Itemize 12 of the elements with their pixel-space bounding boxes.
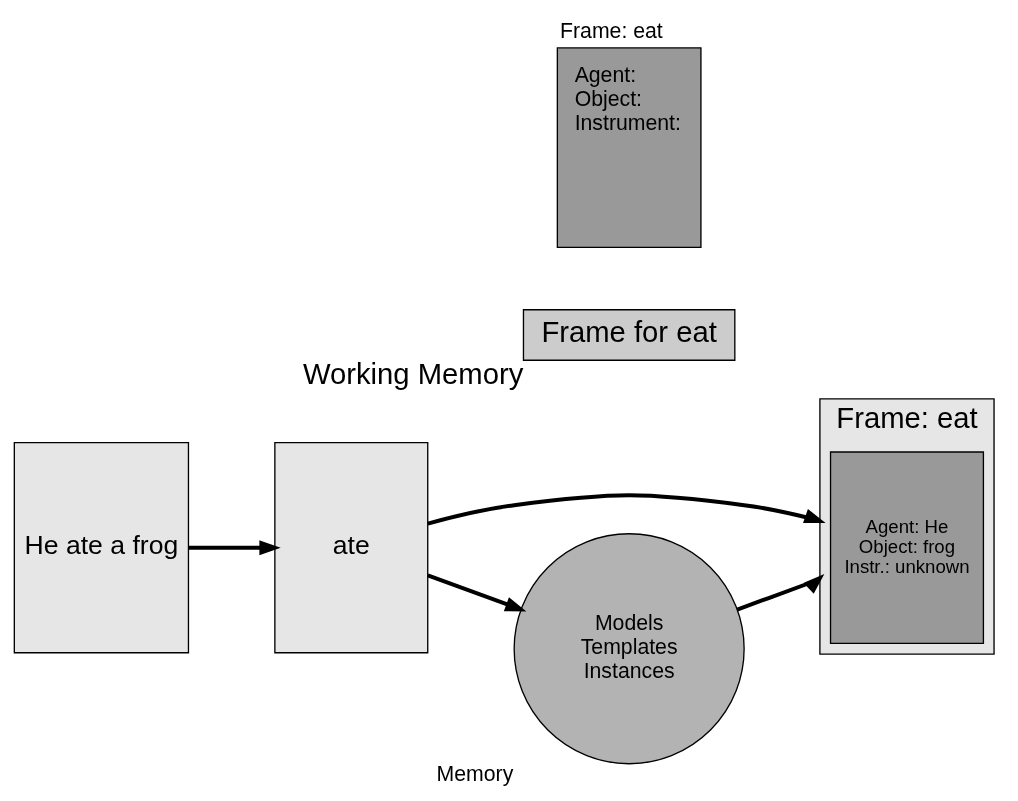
arrow	[426, 573, 526, 612]
node-label: Frame: eat	[559, 19, 663, 44]
node-box: Agent: He Object: frog Instr.: unknown	[829, 451, 984, 645]
arrow	[736, 573, 824, 612]
node-label: Memory	[436, 761, 513, 786]
node-label: Working Memory	[302, 357, 523, 390]
node-circle: Models Templates Instances	[513, 533, 745, 765]
arrow	[426, 493, 826, 526]
node-box: ate	[273, 442, 428, 654]
node-box: Frame for eat	[522, 309, 735, 361]
arrow	[188, 540, 281, 556]
node-box: He ate a frog	[13, 442, 189, 654]
